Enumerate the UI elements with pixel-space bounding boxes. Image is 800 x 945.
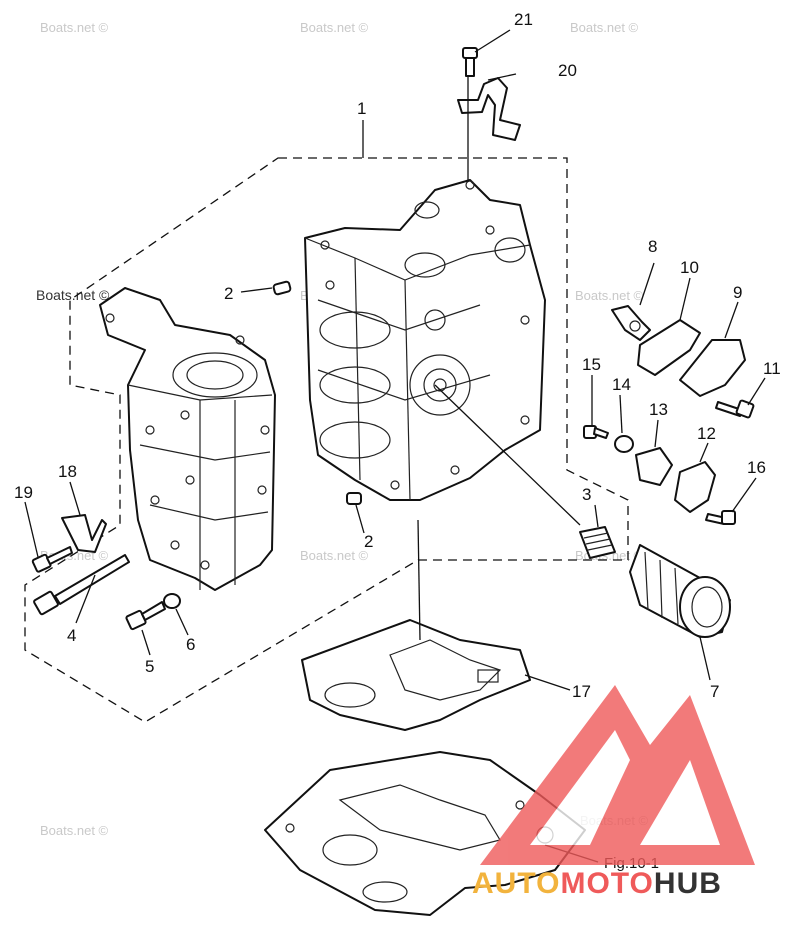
dowel-pin xyxy=(272,280,292,296)
callout-20: 20 xyxy=(558,61,577,80)
brand-text-auto: AUTO xyxy=(472,867,560,900)
watermark: Boats.net © xyxy=(570,20,639,35)
callout-10: 10 xyxy=(680,258,699,277)
crankcase-half xyxy=(99,287,276,591)
watermark: Boats.net © xyxy=(300,548,369,563)
callout-9: 9 xyxy=(733,283,742,302)
callout-18: 18 xyxy=(58,462,77,481)
sensor xyxy=(611,305,651,341)
watermark: Boats.net © xyxy=(36,287,110,303)
callout-16: 16 xyxy=(747,458,766,477)
long-bolt xyxy=(33,554,130,616)
callout-19: 19 xyxy=(14,483,33,502)
dowel-pin xyxy=(346,492,362,505)
callout-2: 2 xyxy=(224,284,233,303)
brand-text: AUTOMOTOHUB xyxy=(472,867,722,900)
spacer xyxy=(614,435,634,453)
callout-3: 3 xyxy=(582,485,591,504)
washer xyxy=(163,593,181,609)
watermark: Boats.net © xyxy=(40,20,109,35)
hex-bolt xyxy=(715,399,755,419)
oil-filter-fitting xyxy=(674,461,716,513)
callout-11: 11 xyxy=(763,359,781,378)
bolt xyxy=(462,47,478,77)
callout-14: 14 xyxy=(612,375,631,394)
callout-1: 1 xyxy=(357,99,366,118)
assembly-boundary xyxy=(24,157,629,723)
brand-logo: AUTOMOTOHUB xyxy=(472,685,755,900)
gasket xyxy=(635,447,673,486)
brand-text-moto: MOTO xyxy=(560,867,653,900)
callout-5: 5 xyxy=(145,657,154,676)
hex-bolt xyxy=(583,425,609,439)
base-gasket xyxy=(301,619,531,731)
callout-6: 6 xyxy=(186,635,195,654)
callout-13: 13 xyxy=(649,400,668,419)
watermark: Boats.net © xyxy=(575,288,644,303)
hex-bolt xyxy=(705,510,736,525)
hex-bolt xyxy=(31,546,73,573)
mounting-bracket xyxy=(61,514,107,553)
callout-8: 8 xyxy=(648,237,657,256)
watermark: Boats.net © xyxy=(40,823,109,838)
callout-labels: 1 2 2 3 4 5 6 7 8 9 10 11 12 13 14 15 16… xyxy=(14,10,781,872)
callout-7: 7 xyxy=(710,682,719,701)
callout-21: 21 xyxy=(514,10,533,29)
hose-clamp xyxy=(457,77,521,141)
brand-text-hub: HUB xyxy=(654,867,722,900)
callout-12: 12 xyxy=(697,424,716,443)
oil-filter xyxy=(629,544,731,638)
cylinder-block xyxy=(304,179,546,501)
callout-15: 15 xyxy=(582,355,601,374)
logo-triangle-icon xyxy=(480,685,755,865)
hex-bolt xyxy=(125,601,166,631)
watermark: Boats.net © xyxy=(300,20,369,35)
callout-17: 17 xyxy=(572,682,591,701)
callout-2: 2 xyxy=(364,532,373,551)
threaded-fitting xyxy=(579,526,616,559)
cover xyxy=(679,339,746,397)
callout-4: 4 xyxy=(67,626,76,645)
